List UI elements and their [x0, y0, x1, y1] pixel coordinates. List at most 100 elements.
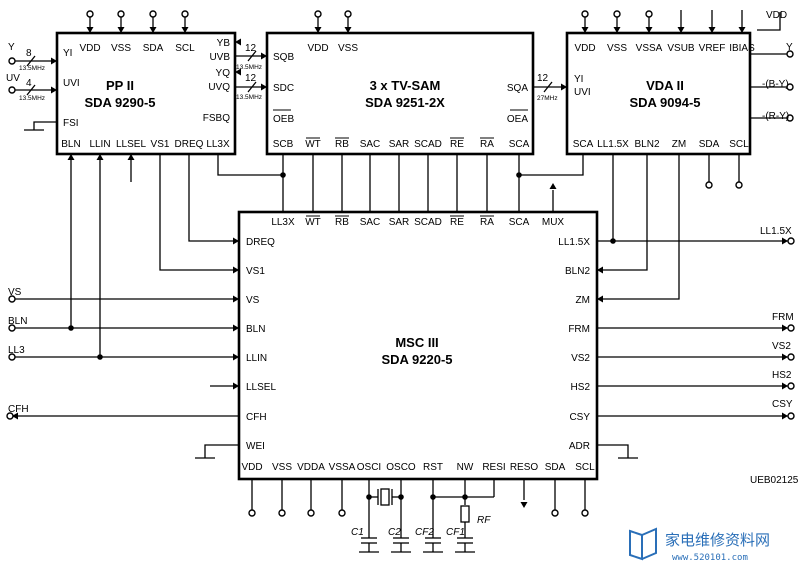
signal-ry-out: -(R-Y)	[762, 111, 789, 122]
bln-up-arrow	[67, 154, 75, 160]
msc-bottom-terminal	[338, 509, 346, 517]
rst-rf-wire	[433, 496, 466, 505]
vda2-top-arrow	[645, 27, 653, 33]
signal-y-out: Y	[786, 42, 793, 53]
msc3-name: MSC III	[395, 335, 438, 350]
pp2-top-arrow	[117, 27, 125, 33]
msc-bottom-terminal	[248, 509, 256, 517]
vda2-bottom-pin: SDA	[699, 139, 720, 150]
pp2-top-terminal	[181, 10, 189, 18]
clock-uv: 13.5MHz	[19, 95, 45, 102]
pp2-name: PP II	[106, 78, 134, 93]
cfh-terminal	[6, 412, 14, 420]
label-c2: C2	[388, 527, 401, 538]
signal-by-out: -(B-Y)	[762, 79, 789, 90]
figure-code: UEB02125	[750, 475, 799, 486]
llsel-arrow	[127, 154, 135, 160]
tvsam-top-arrow	[314, 27, 322, 33]
vda2-top-arrow	[613, 27, 621, 33]
msc3-bottom-pin: SCL	[575, 462, 595, 473]
pp2-top-pin: SDA	[143, 43, 164, 54]
resistor-rf-icon	[460, 505, 470, 523]
ll3-in-arrow	[233, 353, 239, 361]
signal-csy-out: CSY	[772, 399, 793, 410]
chip-tvsam	[265, 31, 535, 156]
pp2-top-pin: SCL	[175, 43, 195, 54]
msc3-right-pin: ZM	[576, 295, 590, 306]
watermark-text: 家电维修资料网	[665, 531, 770, 549]
clock-pp-1: 13.5MHz	[236, 64, 262, 71]
msc3-bottom-pin: RESO	[510, 462, 539, 473]
bus-width-sam: 12	[537, 73, 549, 84]
pp2-part: SDA 9290-5	[84, 95, 155, 110]
watermark-url: www.520101.com	[672, 553, 748, 563]
msc3-bottom-pin: NW	[457, 462, 474, 473]
msc3-top-pin: SAC	[360, 217, 381, 228]
clock-y: 13.5MHz	[19, 65, 45, 72]
clock-sam: 27MHz	[537, 95, 558, 102]
tvsam-bottom-pin: RE	[450, 139, 464, 150]
tvsam-name: 3 x TV-SAM	[370, 78, 441, 93]
fsi-wire	[33, 121, 57, 130]
label-cf1: CF1	[446, 527, 465, 538]
bus-width-pp-2: 12	[245, 73, 257, 84]
vda2-bottom-terminal	[705, 181, 713, 189]
msc3-right-pin: HS2	[571, 382, 591, 393]
tvsam-left-pin: OEB	[273, 114, 294, 125]
msc-bottom-terminal	[278, 509, 286, 517]
bln-in-arrow	[233, 324, 239, 332]
msc-out-terminal	[787, 324, 795, 332]
chip-msc3	[237, 210, 599, 481]
msc3-bottom-pin: SDA	[545, 462, 566, 473]
zm-arrow	[597, 295, 603, 303]
tvsam-bottom-pin: RB	[335, 139, 349, 150]
pp2-right-pin: UVQ	[208, 82, 230, 93]
msc3-left-pin: DREQ	[246, 237, 275, 248]
vda2-top-arrow	[738, 27, 746, 33]
msc-out-terminal	[787, 382, 795, 390]
msc3-left-pin: LLSEL	[246, 382, 276, 393]
pp2-left-pin: FSI	[63, 118, 79, 129]
sca-route	[519, 154, 584, 176]
vda2-top-arrow	[677, 27, 685, 33]
tvsam-bottom-pin: SCAD	[414, 139, 442, 150]
msc3-top-pin: RB	[335, 217, 349, 228]
tvsam-top-pin: VDD	[307, 43, 328, 54]
msc3-top-pin: MUX	[542, 217, 565, 228]
dreq-arrow	[233, 237, 239, 245]
vda2-bottom-pin: ZM	[672, 139, 686, 150]
vda2-top-pin: VSSA	[636, 43, 663, 54]
ll3x-dot	[280, 172, 286, 178]
msc3-left-pin: WEI	[246, 441, 265, 452]
pp2-top-arrow	[86, 27, 94, 33]
tvsam-bottom-pin: SAR	[389, 139, 410, 150]
vda2-bottom-pin: SCL	[729, 139, 749, 150]
tvsam-top-arrow	[344, 27, 352, 33]
by-out-terminal	[786, 83, 794, 91]
msc-out-arrow	[782, 353, 788, 361]
tvsam-bottom-pin: SCA	[509, 139, 530, 150]
vda2-part: SDA 9094-5	[629, 95, 700, 110]
sam-vda-arrow	[561, 83, 567, 91]
bln2-wire	[597, 154, 648, 271]
bus-width-pp-1: 12	[245, 43, 257, 54]
dreq-wire	[188, 154, 239, 242]
pp2-bottom-pin: BLN	[61, 139, 80, 150]
bus-width-uv: 4	[26, 78, 32, 89]
signal-ll3-in: LL3	[8, 345, 25, 356]
tvsam-left-pin: SQB	[273, 52, 294, 63]
bus-slash	[247, 50, 257, 62]
uv-bus-slash	[26, 84, 36, 96]
vda2-left-pin: UVI	[574, 87, 591, 98]
pp2-right-pin: YQ	[216, 68, 231, 79]
bus-slash	[543, 81, 553, 93]
signal-hs2-out: HS2	[772, 370, 792, 381]
vs1-wire	[159, 154, 239, 271]
msc3-top-pin: LL3X	[271, 217, 295, 228]
pp2-top-terminal	[86, 10, 94, 18]
y-bus-slash	[26, 55, 36, 67]
vda2-left-pin: YI	[574, 74, 583, 85]
adr-wire	[597, 444, 629, 458]
msc3-bottom-pin: VDD	[241, 462, 262, 473]
